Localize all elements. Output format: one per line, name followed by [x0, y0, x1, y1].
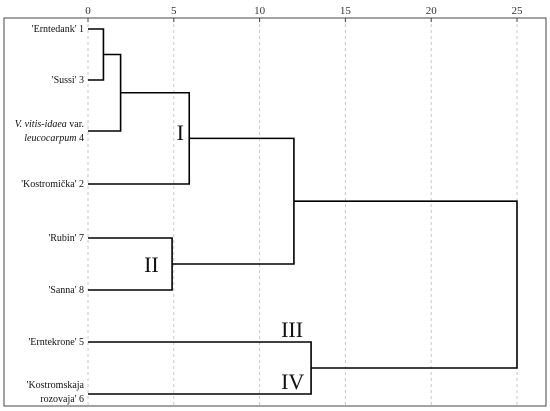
- merge-m1: [88, 28, 105, 81]
- grid-layer: [87, 18, 518, 406]
- cluster-label-I: I: [177, 120, 184, 145]
- tick-label-5: 5: [171, 5, 177, 17]
- cluster-label-II: II: [144, 252, 159, 277]
- dendrogram-tree: [88, 28, 518, 395]
- cluster-label-III: III: [281, 317, 303, 342]
- plot-frame: [3, 17, 547, 407]
- leaf-number: 4: [77, 133, 85, 144]
- leaf-label-L4-line2: leucocarpum 4: [24, 133, 84, 144]
- tick-label-20: 20: [426, 5, 438, 17]
- leaf-label-L2: 'Kostromička' 2: [21, 179, 84, 190]
- tick-label-0: 0: [85, 5, 91, 17]
- leaf-species-name: V. vitis-idaea: [15, 119, 67, 130]
- merge-m6: [88, 341, 312, 395]
- leaf-label-L6-line1: 'Kostromskaja: [27, 380, 85, 391]
- tick-label-10: 10: [254, 5, 266, 17]
- leaf-label-L7: 'Rubin' 7: [48, 233, 84, 244]
- leaf-label-L5: 'Erntekrone' 5: [28, 337, 84, 348]
- tick-label-25: 25: [512, 5, 524, 17]
- leaf-label-L6-line2: rozovaja' 6: [40, 394, 84, 405]
- leaf-label-L1: 'Erntedank' 1: [32, 24, 84, 35]
- x-axis-ticks: 0 5 10 15 20 25: [85, 5, 523, 22]
- merge-m2: [88, 53, 122, 132]
- merge-m5: [172, 137, 295, 265]
- merge-m7: [293, 200, 518, 369]
- cluster-label-IV: IV: [281, 369, 304, 394]
- leaf-label-L8: 'Sanna' 8: [48, 285, 84, 296]
- leaf-labels: 'Erntedank' 1 'Sussi' 3 V. vitis-idaea var…: [15, 24, 85, 405]
- merge-m4: [88, 237, 173, 291]
- leaf-label-L3: 'Sussi' 3: [52, 75, 84, 86]
- leaf-var-text: var.: [67, 119, 84, 130]
- tick-label-15: 15: [340, 5, 352, 17]
- leaf-label-L4-line1: V. vitis-idaea var.: [15, 119, 84, 130]
- leaf-variety-name: leucocarpum: [24, 133, 76, 144]
